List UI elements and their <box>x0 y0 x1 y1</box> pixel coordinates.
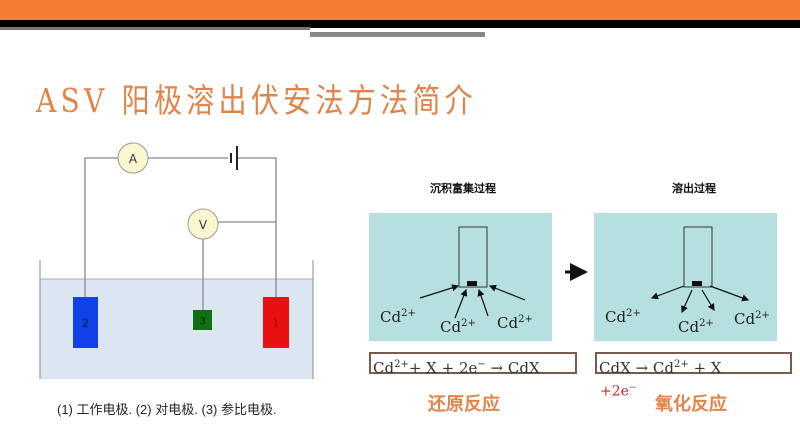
cd-ion: Cd2+ <box>440 318 476 336</box>
cd-ion: Cd2+ <box>678 318 714 336</box>
stripping-panel <box>594 213 777 341</box>
working-electrode <box>263 297 289 348</box>
cd-ion: Cd2+ <box>380 308 416 326</box>
electrode-tube-1 <box>458 226 488 288</box>
oxidation-label: 氧化反应 <box>655 394 727 415</box>
wires <box>84 157 277 310</box>
cd-ion: Cd2+ <box>734 310 770 328</box>
deposition-arrows <box>419 284 526 319</box>
ammeter-icon <box>117 142 149 174</box>
reference-electrode <box>193 310 212 330</box>
deposition-title: 沉积富集过程 <box>430 182 496 195</box>
header-grey-line <box>0 27 310 30</box>
cd-ion: Cd2+ <box>497 314 533 332</box>
voltmeter-icon <box>187 208 219 240</box>
header-black-bar <box>0 20 800 28</box>
header-grey-line-2 <box>310 32 485 37</box>
counter-electrode <box>73 297 98 348</box>
stripping-arrows <box>650 285 750 314</box>
electrode-tube-2 <box>683 226 713 288</box>
electrode-caption: (1) 工作电极. (2) 对电极. (3) 参比电极. <box>57 402 277 417</box>
cd-ion: Cd2+ <box>605 308 641 326</box>
stripping-title: 溶出过程 <box>672 182 716 195</box>
header-orange-bar <box>0 0 800 20</box>
deposition-panel <box>369 213 552 341</box>
svg-text:1: 1 <box>273 317 280 330</box>
oxidation-equation: CdX → Cd2+ + X <box>595 352 792 377</box>
electrochemical-cell-diagram: A V 2 3 1 <box>39 142 314 379</box>
reduction-equation: Cd2++ X + 2e− → CdX <box>369 352 577 377</box>
voltmeter-label: V <box>199 218 208 232</box>
electrons-label: +2e− <box>600 383 637 400</box>
svg-text:3: 3 <box>199 316 205 327</box>
ammeter-label: A <box>129 152 138 166</box>
svg-text:2: 2 <box>82 317 89 330</box>
reduction-label: 还原反应 <box>428 394 500 415</box>
slide-title: ASV 阳极溶出伏安法方法简介 <box>36 81 477 120</box>
